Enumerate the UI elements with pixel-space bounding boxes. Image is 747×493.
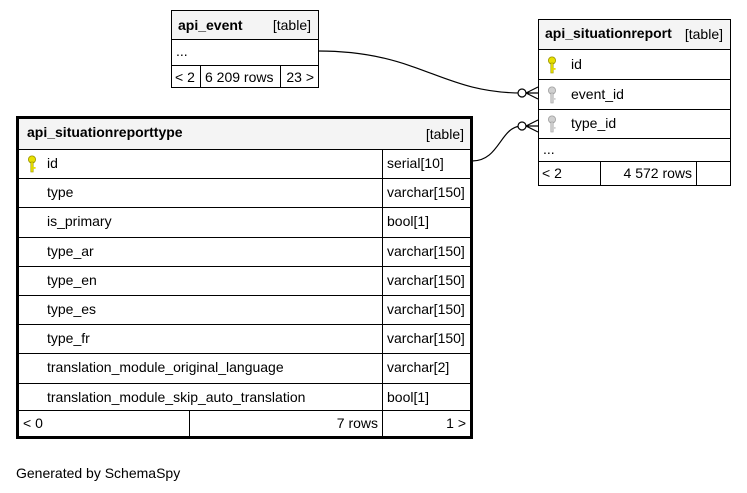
table-header: api_situationreport [table]: [539, 20, 730, 49]
footer-credit: Generated by SchemaSpy: [16, 465, 181, 481]
table-nav-row: < 0 7 rows 1 >: [19, 410, 470, 436]
column-row[interactable]: type_ar varchar[150]: [19, 236, 470, 266]
column-row[interactable]: event_id: [539, 79, 730, 109]
table-header: api_situationreporttype [table]: [19, 119, 470, 149]
column-name: id: [571, 56, 582, 72]
column-row[interactable]: is_primary bool[1]: [19, 207, 470, 237]
table-nav-row: < 2 4 572 rows: [539, 161, 730, 185]
table-nav-row: < 2 6 209 rows 23 >: [172, 65, 318, 87]
column-row[interactable]: type_en varchar[150]: [19, 265, 470, 295]
nav-prev-link[interactable]: < 2: [175, 69, 195, 85]
column-type: varchar[150]: [387, 301, 465, 317]
nav-next-link[interactable]: 1 >: [446, 415, 466, 431]
divider: [189, 411, 190, 436]
relationship-event-optional-marker: [517, 88, 527, 98]
column-row[interactable]: type varchar[150]: [19, 178, 470, 208]
column-row[interactable]: translation_module_skip_auto_translation…: [19, 382, 470, 412]
divider: [200, 66, 201, 87]
column-name: type_en: [47, 271, 97, 288]
ellipsis-row: ...: [172, 39, 318, 65]
column-type: varchar[150]: [387, 271, 465, 288]
column-row[interactable]: id: [539, 49, 730, 79]
divider: [696, 162, 697, 185]
foreign-key-icon: [548, 115, 556, 133]
relationship-event-crowfoot: [525, 86, 539, 100]
relationship-type-link: [471, 125, 523, 162]
column-name: id: [47, 155, 58, 171]
column-type: bool[1]: [387, 388, 430, 405]
column-type: bool[1]: [387, 213, 430, 230]
column-row[interactable]: id serial[10]: [19, 149, 470, 179]
column-name: type_ar: [47, 242, 94, 259]
column-name: event_id: [571, 86, 624, 102]
column-row[interactable]: type_es varchar[150]: [19, 295, 470, 325]
column-row[interactable]: type_id: [539, 109, 730, 138]
table-header: api_event [table]: [172, 11, 318, 39]
column-type: varchar[150]: [387, 184, 465, 201]
column-name: type_id: [571, 115, 617, 131]
divider: [382, 411, 383, 436]
divider: [382, 296, 383, 325]
column-type: serial[10]: [387, 155, 444, 171]
relationship-type-optional-marker: [517, 121, 527, 131]
column-name: type_es: [47, 301, 97, 317]
ellipsis-row: ...: [539, 138, 730, 161]
row-count: 6 209 rows: [205, 69, 274, 85]
divider: [382, 325, 383, 354]
divider: [382, 208, 383, 237]
column-type: varchar[2]: [387, 359, 450, 376]
column-type: varchar[150]: [387, 330, 465, 347]
column-type: varchar[150]: [387, 242, 465, 259]
divider: [382, 354, 383, 383]
ellipsis-text: ...: [176, 43, 188, 59]
relationship-event-link: [317, 50, 523, 94]
nav-prev-link[interactable]: < 2: [542, 165, 562, 181]
divider: [382, 237, 383, 266]
table-kind-label: [table]: [272, 17, 311, 33]
column-name: type: [47, 184, 74, 201]
ellipsis-text: ...: [543, 141, 555, 157]
column-name: is_primary: [47, 213, 112, 230]
table-title: api_event: [178, 17, 243, 33]
column-name: translation_module_original_language: [47, 359, 284, 376]
table-title: api_situationreport: [545, 25, 672, 41]
row-count: 7 rows: [336, 415, 378, 431]
nav-next-link[interactable]: 23 >: [286, 69, 314, 85]
primary-key-icon: [548, 56, 556, 74]
row-count: 4 572 rows: [623, 165, 692, 181]
table-kind-label: [table]: [684, 26, 723, 42]
nav-prev-link[interactable]: < 0: [23, 415, 43, 431]
table-api-situationreport[interactable]: api_situationreport [table] id event_id …: [538, 19, 731, 186]
relationship-type-crowfoot: [525, 119, 539, 133]
primary-key-icon: [28, 155, 36, 173]
table-api-situationreporttype[interactable]: api_situationreporttype [table] id serial…: [16, 116, 473, 439]
divider: [280, 66, 281, 87]
divider: [382, 383, 383, 412]
table-api-event[interactable]: api_event [table] ... < 2 6 209 rows 23 …: [171, 10, 319, 88]
divider: [382, 179, 383, 208]
column-row[interactable]: translation_module_original_language varc…: [19, 353, 470, 383]
divider: [600, 162, 601, 185]
table-title: api_situationreporttype: [27, 124, 183, 140]
column-name: type_fr: [47, 330, 90, 347]
table-kind-label: [table]: [425, 126, 464, 142]
column-name: translation_module_skip_auto_translation: [47, 388, 306, 405]
divider: [382, 266, 383, 295]
foreign-key-icon: [548, 86, 556, 104]
divider: [382, 150, 383, 179]
column-row[interactable]: type_fr varchar[150]: [19, 324, 470, 354]
